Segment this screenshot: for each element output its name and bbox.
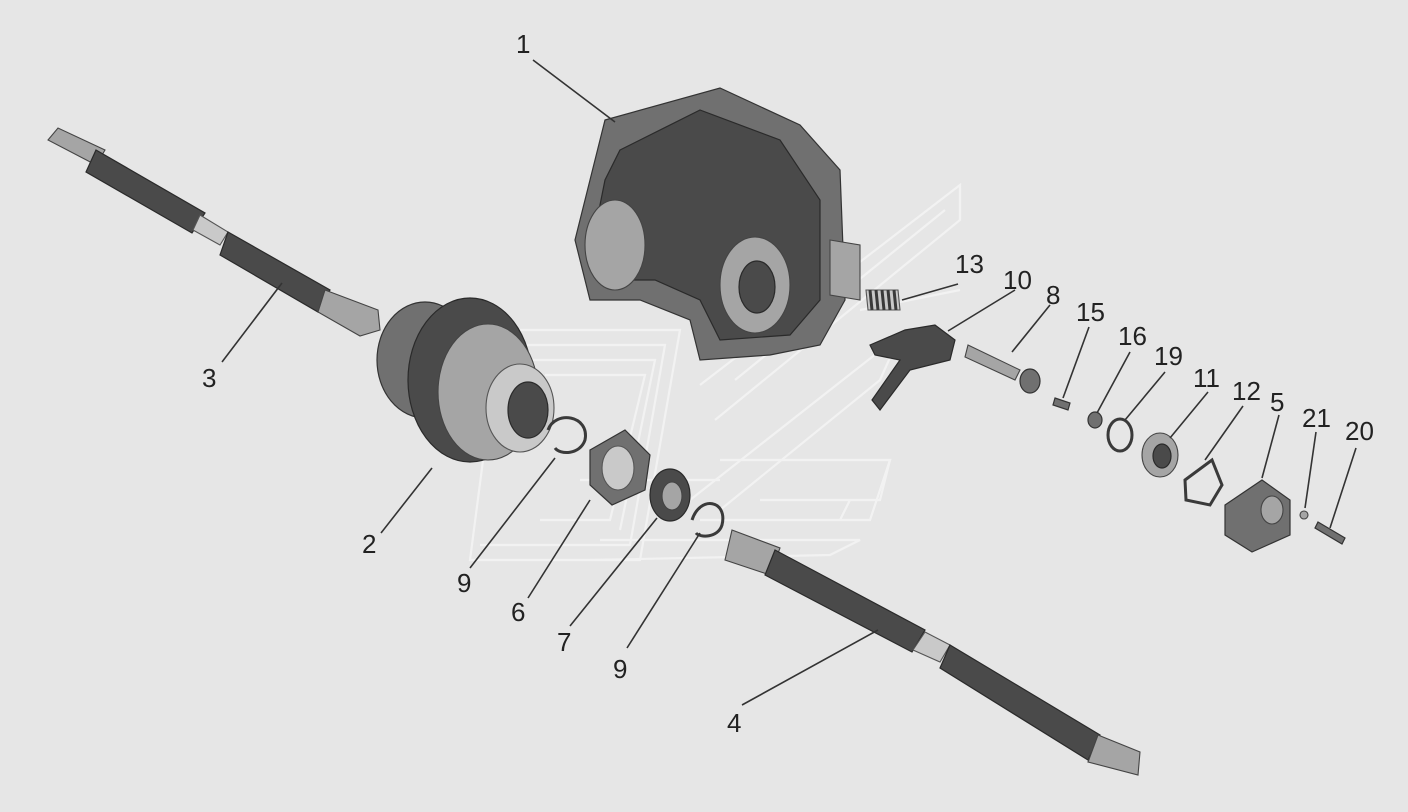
gasket [1183, 457, 1224, 507]
pin [964, 344, 1041, 394]
nut [1087, 411, 1103, 429]
o-ring [1106, 417, 1134, 453]
callout-21: 21 [1302, 403, 1331, 433]
callout-10: 10 [1003, 265, 1032, 295]
small-ball [1299, 510, 1309, 520]
callout-1: 1 [516, 29, 530, 59]
callout-labels: 1 2 3 4 5 6 7 8 9 9 10 11 12 13 15 16 19… [202, 29, 1374, 738]
callout-13: 13 [955, 249, 984, 279]
differential-housing [574, 87, 861, 361]
callout-9-upper: 9 [457, 568, 471, 598]
callout-12: 12 [1232, 376, 1261, 406]
leader-lines [221, 59, 1357, 706]
spring [865, 289, 901, 311]
callout-16: 16 [1118, 321, 1147, 351]
actuator [1224, 479, 1291, 553]
callout-5: 5 [1270, 387, 1284, 417]
differential-with-crown-gear [376, 297, 555, 463]
callout-20: 20 [1345, 416, 1374, 446]
callout-3: 3 [202, 363, 216, 393]
callout-19: 19 [1154, 341, 1183, 371]
half-shaft-upper [47, 127, 381, 337]
shift-fork [869, 324, 956, 411]
callout-8: 8 [1046, 280, 1060, 310]
callout-15: 15 [1076, 297, 1105, 327]
bolt [1314, 521, 1346, 545]
snap-ring-upper [546, 416, 587, 454]
seal [1141, 432, 1179, 478]
half-shaft-lower [724, 529, 1141, 776]
gear-coupling [649, 468, 691, 522]
small-pin [1052, 397, 1071, 411]
callout-7: 7 [557, 627, 571, 657]
callout-9-lower: 9 [613, 654, 627, 684]
callout-4: 4 [727, 708, 741, 738]
callout-2: 2 [362, 529, 376, 559]
callout-11: 11 [1193, 363, 1220, 393]
callout-6: 6 [511, 597, 525, 627]
bearing [589, 429, 651, 506]
snap-ring-lower [690, 502, 725, 538]
